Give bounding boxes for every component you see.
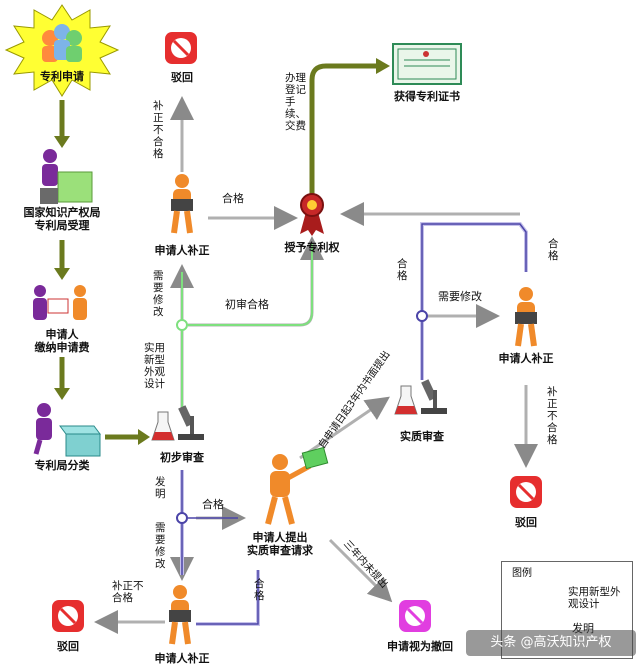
fee-payment-icon: [33, 285, 87, 320]
register-label: 办理登记手续、交费: [285, 72, 306, 132]
classification-icon: [33, 403, 101, 457]
reject-icon: [165, 32, 197, 64]
correct-fail-top-label: 补正不合格: [153, 100, 164, 160]
legend-title: 图例: [512, 568, 532, 579]
patent-application-label: 专利申请: [40, 70, 84, 83]
patent-application-burst: [4, 4, 120, 97]
reject-right-label: 驳回: [515, 516, 537, 529]
substantive-request-figure-icon: [265, 446, 329, 525]
need-modify-right-label: 需要修改: [438, 290, 482, 303]
invention-label: 发明: [155, 476, 166, 500]
green-lines: [181, 244, 313, 410]
pass-top-label: 合格: [222, 192, 244, 205]
certificate-icon: [392, 43, 462, 85]
applicant-figure-icon: [171, 174, 193, 234]
pass-bottom-label: 合格: [254, 578, 265, 602]
junction-dots: [176, 310, 428, 524]
grant-label: 授予专利权: [284, 241, 340, 254]
prelim-label: 初步审查: [160, 451, 204, 464]
lab-equipment-icon: [394, 379, 447, 415]
correct-fail-bottom-label: 补正不合格: [112, 580, 144, 604]
supplement-right-label: 申请人补正: [498, 352, 554, 365]
applicant-figure-icon: [169, 585, 191, 645]
fee-label: 申请人 缴纳申请费: [34, 328, 90, 354]
lab-equipment-icon: [151, 405, 204, 441]
reject-icon: [52, 600, 84, 632]
applicant-figure-icon: [515, 287, 537, 347]
office-desk-icon: [40, 149, 93, 204]
pass-mid-label: 合格: [202, 498, 224, 511]
reject-bottom-label: 驳回: [57, 640, 79, 653]
legend-utility-label: 实用新型外观设计: [568, 586, 621, 610]
classify-label: 专利局分类: [34, 459, 90, 472]
utility-design-label: 实用新型外观设计: [144, 342, 165, 390]
withdrawn-label: 申请视为撤回: [387, 640, 453, 653]
need-modify-left-label: 需要修改: [153, 270, 164, 318]
need-modify-bottom-label: 需要修改: [155, 522, 166, 570]
correct-fail-right-label: 补正不合格: [547, 386, 558, 446]
watermark: 头条 @高沃知识产权: [466, 630, 636, 656]
withdrawn-icon: [399, 600, 431, 632]
substantive-label: 实质审查: [400, 430, 444, 443]
reject-top-label: 驳回: [171, 71, 193, 84]
pass-far-right-label: 合格: [548, 238, 559, 262]
award-ribbon-icon: [300, 193, 324, 236]
left-flow-arrows: [54, 58, 390, 445]
received-label: 国家知识产权局 专利局受理: [23, 206, 101, 232]
supplement-bottom-label: 申请人补正: [154, 652, 210, 665]
reject-icon: [510, 476, 542, 508]
substantive-request-label: 申请人提出 实质审查请求: [247, 531, 313, 557]
prelim-pass-label: 初审合格: [225, 298, 269, 311]
supplement-top-label: 申请人补正: [154, 244, 210, 257]
pass-right-label: 合格: [397, 258, 408, 282]
certificate-label: 获得专利证书: [394, 90, 460, 103]
